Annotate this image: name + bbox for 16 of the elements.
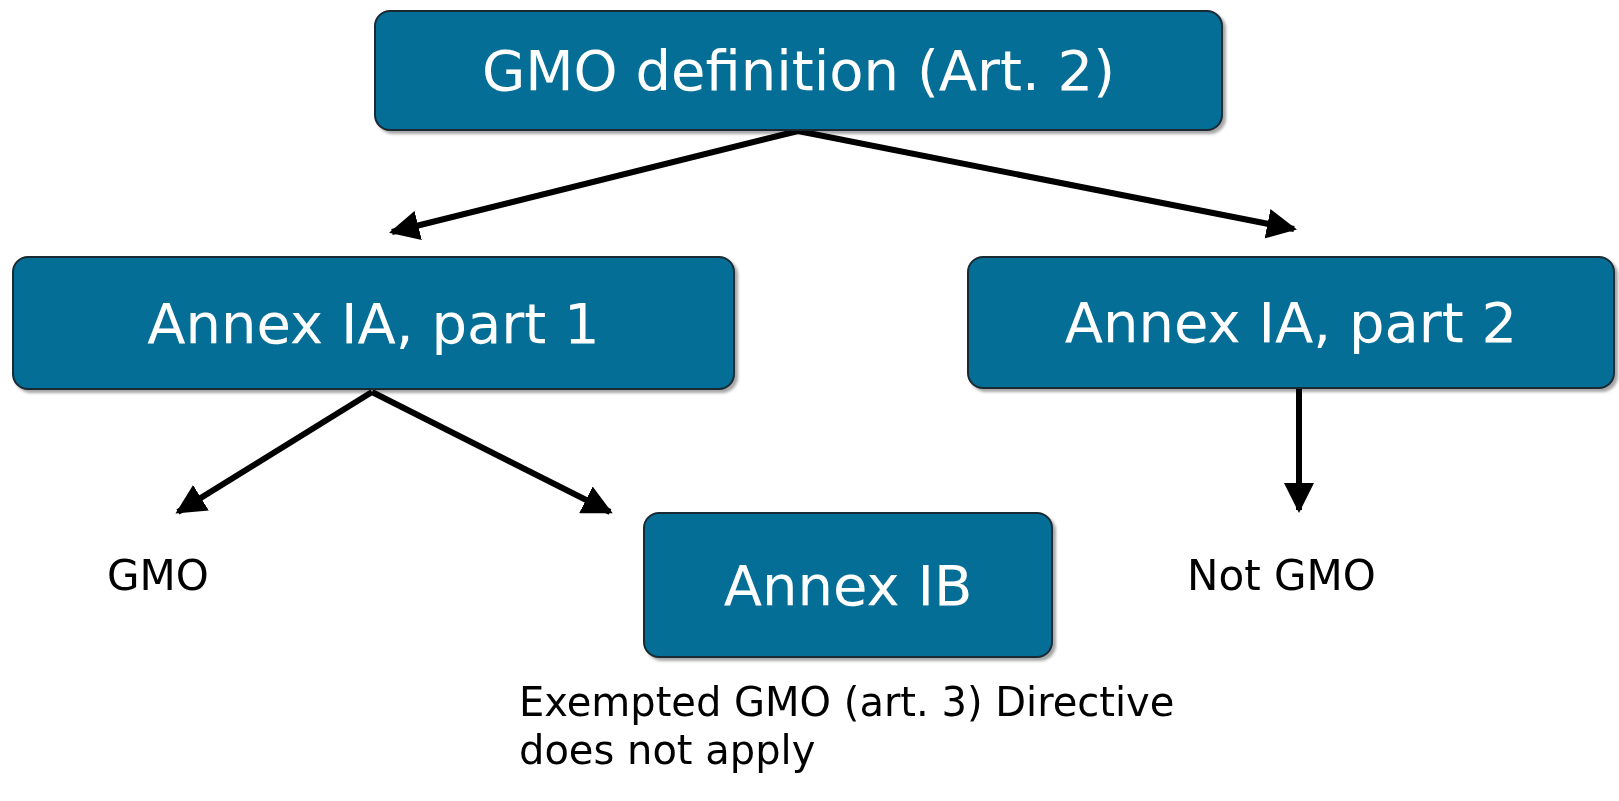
box-label: Annex IA, part 1 [147,290,600,356]
outcome-label: GMO [107,550,209,600]
arrow [175,389,374,515]
process-box [374,10,1223,131]
arrow [370,389,613,515]
arrow [389,128,799,241]
process-box [643,512,1053,658]
process-box [12,256,735,390]
box-label: Annex IA, part 2 [1064,290,1518,355]
process-box [967,256,1615,389]
note-text: Exempted GMO (art. 3) Directive does not apply [519,678,1176,774]
outcome-label: Not GMO [1187,550,1376,600]
arrow [1284,389,1314,513]
arrow [797,128,1297,239]
box-label: GMO definition (Art. 2) [481,38,1116,103]
box-label: Annex IB [723,552,973,618]
